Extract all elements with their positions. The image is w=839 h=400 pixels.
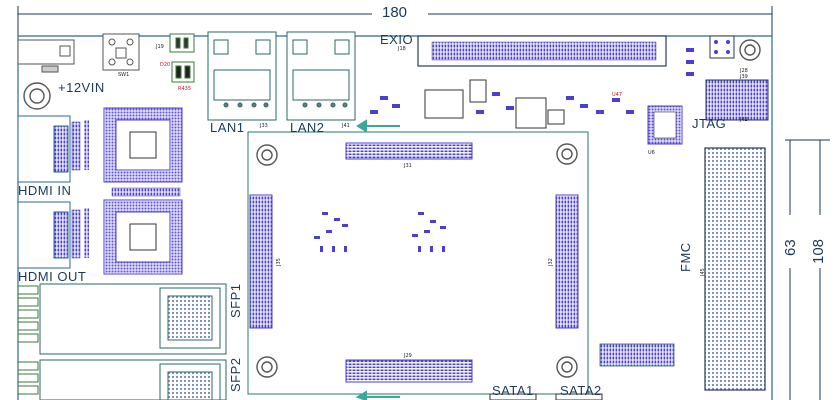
refdes-j33: J33 xyxy=(260,123,268,129)
lan2-jack xyxy=(286,31,356,121)
refdes-j42: J42 xyxy=(740,117,748,123)
refdes-j28: J28 xyxy=(740,68,748,74)
fmc-connector xyxy=(704,147,766,391)
hdmi-in-port xyxy=(17,115,71,183)
sata1-label: SATA1 xyxy=(492,383,534,398)
exio-label: EXIO xyxy=(380,32,414,47)
refdes-u6: U6 xyxy=(648,150,655,156)
refdes-j19: J19 xyxy=(156,44,164,50)
lan1-jack xyxy=(207,31,277,121)
refdes-j45: J45 xyxy=(700,268,706,276)
hdmi-in-label: HDMI IN xyxy=(18,183,72,198)
regulators xyxy=(424,79,565,129)
dimension-width xyxy=(17,6,773,36)
height-dimension-label-1: 63 xyxy=(782,239,799,256)
width-dimension-label: 180 xyxy=(382,4,408,21)
refdes-j18: J18 xyxy=(398,46,406,52)
refdes-j39: J39 xyxy=(740,74,748,80)
j35-connector xyxy=(249,194,273,329)
direction-arrows xyxy=(355,119,400,400)
led-row xyxy=(599,343,675,367)
hdmi-out-label: HDMI OUT xyxy=(18,269,87,284)
power-label: +12VIN xyxy=(58,80,105,95)
hdmi-tx-ic xyxy=(103,199,183,275)
switch-sw1 xyxy=(102,33,140,71)
header-j19 xyxy=(169,33,195,83)
refdes-r435: R435 xyxy=(178,86,192,92)
j31-connector xyxy=(345,142,473,160)
hdmi-out-port xyxy=(17,201,71,269)
sfp2-cage xyxy=(39,359,227,400)
refdes-j31: J31 xyxy=(404,163,412,169)
sfp2-label: SFP2 xyxy=(228,357,243,392)
hdmi-rx-ic xyxy=(103,107,183,183)
center-passives xyxy=(314,212,446,252)
refdes-u47: U47 xyxy=(612,92,623,98)
fmc-label: FMC xyxy=(678,242,693,272)
sfp1-cage xyxy=(39,283,227,355)
lan2-label: LAN2 xyxy=(290,120,325,135)
j29-connector xyxy=(345,359,473,383)
jtag-header xyxy=(705,79,769,121)
j32-connector xyxy=(555,194,579,329)
refdes-sw1: SW1 xyxy=(118,72,130,78)
refdes-j41: J41 xyxy=(342,123,350,129)
top-passives xyxy=(370,48,694,114)
refdes-j32: J32 xyxy=(548,258,554,266)
sfp-led-strip xyxy=(17,285,39,395)
sfp1-label: SFP1 xyxy=(228,283,243,318)
refdes-d20: D20 xyxy=(160,62,171,68)
refdes-j35: J35 xyxy=(276,258,282,266)
sata2-label: SATA2 xyxy=(560,383,602,398)
lan1-label: LAN1 xyxy=(210,120,245,135)
power-jack xyxy=(17,39,75,73)
refdes-j29: J29 xyxy=(404,353,412,359)
jtag-label: JTAG xyxy=(692,116,727,131)
height-dimension-label-2: 108 xyxy=(810,238,827,264)
core-module-outline xyxy=(247,131,589,395)
dimension-height xyxy=(785,139,830,400)
